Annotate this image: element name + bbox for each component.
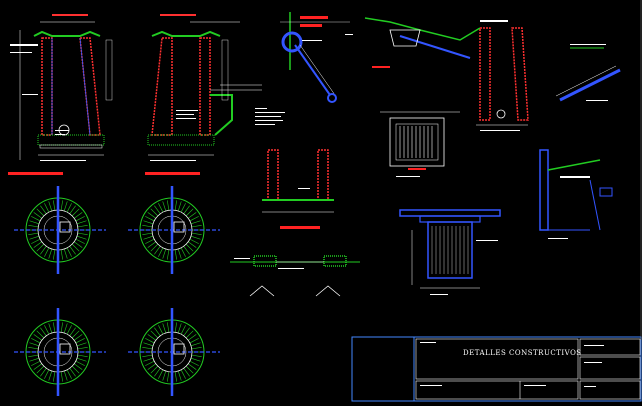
grate-detail (380, 111, 460, 177)
profile-section (364, 17, 529, 131)
manhole-section-2 (145, 14, 262, 175)
manhole-plan-views (14, 186, 220, 396)
sheet-title: DETALLES CONSTRUCTIVOS (463, 349, 582, 357)
title-block (351, 336, 642, 402)
inspection-chamber-section (255, 108, 334, 229)
pipe-connection-detail (280, 12, 353, 103)
manhole-plan-1 (14, 186, 106, 274)
manhole-section-1 (8, 14, 113, 175)
drop-structure-detail (539, 149, 613, 239)
inclined-pipe-detail (555, 44, 621, 102)
manhole-plan-3 (14, 308, 106, 396)
trench-section (230, 255, 360, 297)
manhole-plan-4 (128, 308, 220, 396)
gate-structure-detail (399, 209, 501, 295)
manhole-plan-2 (128, 186, 220, 274)
